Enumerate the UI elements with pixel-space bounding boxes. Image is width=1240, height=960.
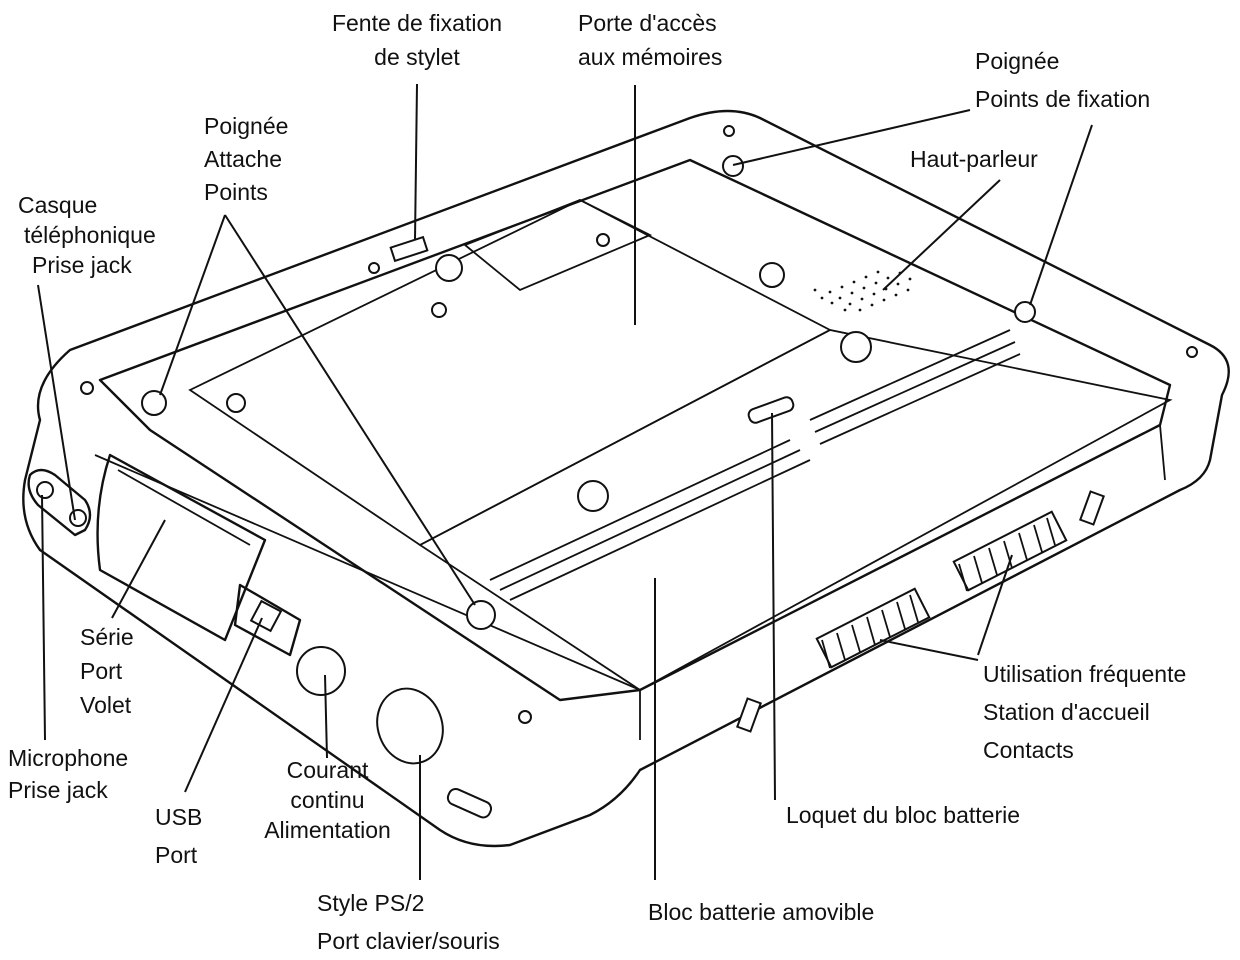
battery-pack-outline xyxy=(418,329,1173,692)
label-dc-power: Courant continu Alimentation xyxy=(264,757,391,843)
top-face xyxy=(98,158,1172,702)
label-serial-port: Série Port Volet xyxy=(80,624,134,718)
label-battery-pack: Bloc batterie amovible xyxy=(648,899,875,925)
label-battery-latch: Loquet du bloc batterie xyxy=(786,802,1021,828)
device-outline xyxy=(22,109,1230,848)
label-handle-attach-left: Poignée Attache Points xyxy=(204,113,289,205)
label-microphone-jack: Microphone Prise jack xyxy=(8,745,129,803)
label-ps2-port: Style PS/2 Port clavier/souris xyxy=(317,890,500,954)
label-headset-jack: Casque téléphonique Prise jack xyxy=(18,192,156,278)
label-memory-door: Porte d'accès aux mémoires xyxy=(578,10,723,70)
memory-door-panel xyxy=(188,198,832,547)
usb-port-shape xyxy=(233,583,302,657)
label-docking-contacts: Utilisation fréquente Station d'accueil … xyxy=(983,661,1187,763)
label-usb-port: USB Port xyxy=(155,804,203,868)
label-stylus-slot: Fente de fixation de stylet xyxy=(331,10,503,70)
label-speaker: Haut-parleur xyxy=(910,146,1038,172)
label-handle-points-right: Poignée Points de fixation xyxy=(975,48,1151,112)
headset-jack-shape xyxy=(27,468,92,537)
leader-lines xyxy=(37,83,1093,880)
serial-port-door xyxy=(96,453,267,642)
